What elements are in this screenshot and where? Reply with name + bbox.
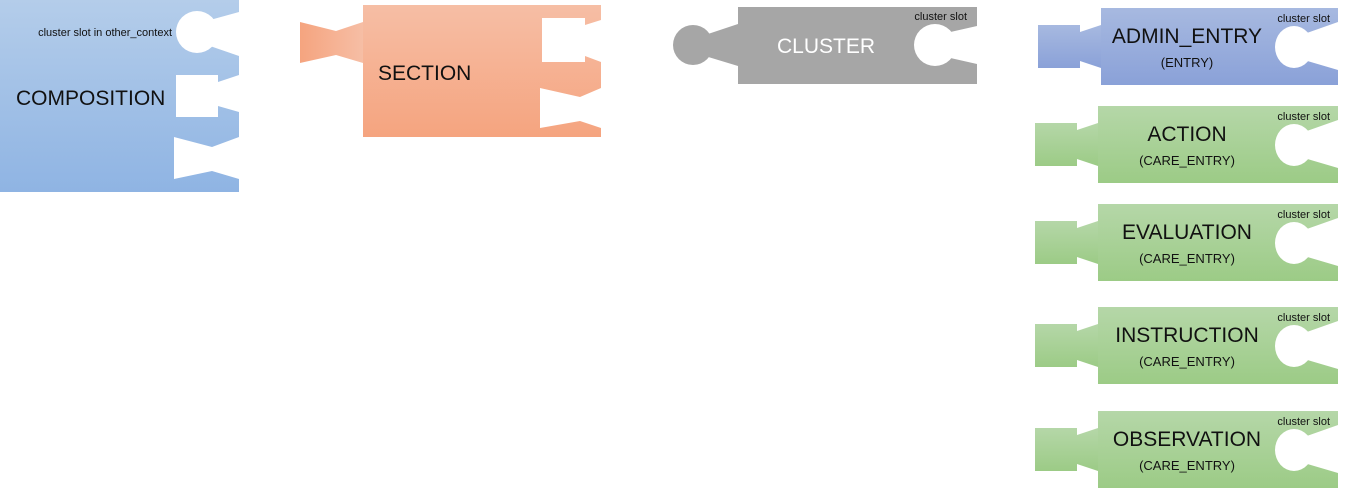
entry-slot-label: cluster slot <box>1277 416 1330 428</box>
entry-label: OBSERVATION <box>1113 428 1261 451</box>
cluster-label: CLUSTER <box>777 35 875 58</box>
entry-type-label: (CARE_ENTRY) <box>1139 251 1235 266</box>
entry-slot-label: cluster slot <box>1277 111 1330 123</box>
cluster-block: cluster slot CLUSTER <box>673 7 977 84</box>
entry-slot-label: cluster slot <box>1277 209 1330 221</box>
entry-label: INSTRUCTION <box>1115 324 1259 347</box>
cluster-slot-cutout <box>1275 124 1313 166</box>
entry-slot-label: cluster slot <box>1277 13 1330 25</box>
cluster-knob <box>673 25 713 65</box>
composition-block: cluster slot in other_context COMPOSITIO… <box>0 0 239 192</box>
entry-tab <box>1035 123 1098 166</box>
entry-label: EVALUATION <box>1122 221 1252 244</box>
entry-tab <box>1035 428 1098 471</box>
composition-slot-label: cluster slot in other_context <box>38 27 172 39</box>
cluster-slot-cutout <box>1275 325 1313 367</box>
entry-type-label: (CARE_ENTRY) <box>1139 153 1235 168</box>
entry-tab <box>1035 324 1098 367</box>
entry-tab <box>1035 221 1098 264</box>
entry-type-label: (CARE_ENTRY) <box>1139 458 1235 473</box>
entry-type-label: (ENTRY) <box>1161 55 1213 70</box>
entry-tab <box>1038 25 1101 68</box>
cluster-slot-cutout <box>1275 222 1313 264</box>
section-block: SECTION <box>300 5 601 137</box>
composition-label: COMPOSITION <box>16 87 165 110</box>
composition-cutouts <box>174 11 239 179</box>
entry-label: ACTION <box>1147 123 1226 146</box>
entry-label: ADMIN_ENTRY <box>1112 25 1262 48</box>
section-cutouts <box>540 18 601 128</box>
entry-slot-label: cluster slot <box>1277 312 1330 324</box>
entry-type-label: (CARE_ENTRY) <box>1139 354 1235 369</box>
section-label: SECTION <box>378 62 471 85</box>
cluster-slot-cutout <box>1275 26 1313 68</box>
section-tab <box>300 22 363 63</box>
cluster-slot-cutout <box>1275 429 1313 471</box>
cluster-slot-label: cluster slot <box>914 11 967 23</box>
